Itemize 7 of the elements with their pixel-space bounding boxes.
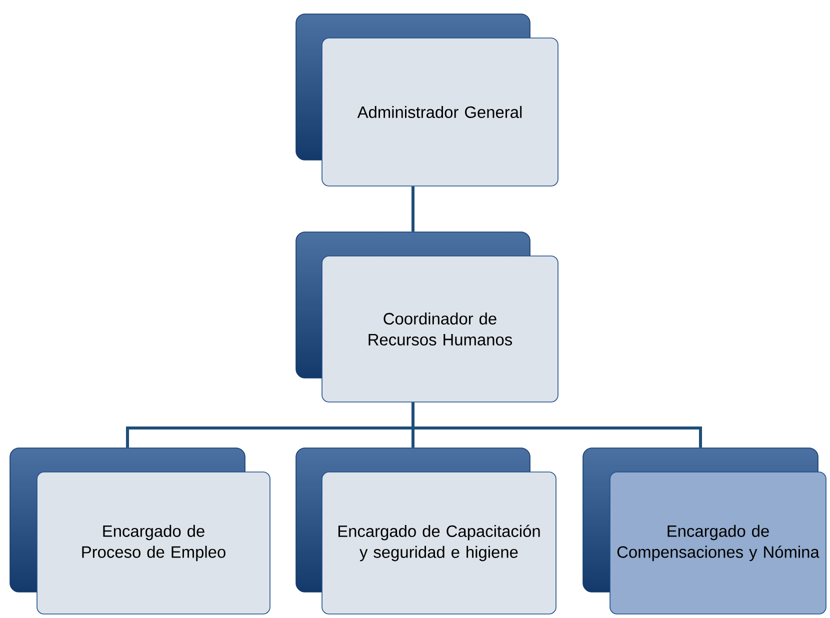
connector-line <box>412 186 414 232</box>
org-box: Encargado de Proceso de Empleo <box>10 448 270 614</box>
connector-line <box>412 402 702 448</box>
org-box: Administrador General <box>296 14 558 186</box>
org-box: Encargado de Capacitación y seguridad e higiene <box>296 448 556 614</box>
org-box: Encargado de Compensaciones y Nómina <box>582 448 826 614</box>
org-box: Coordinador de Recursos Humanos <box>296 232 558 402</box>
